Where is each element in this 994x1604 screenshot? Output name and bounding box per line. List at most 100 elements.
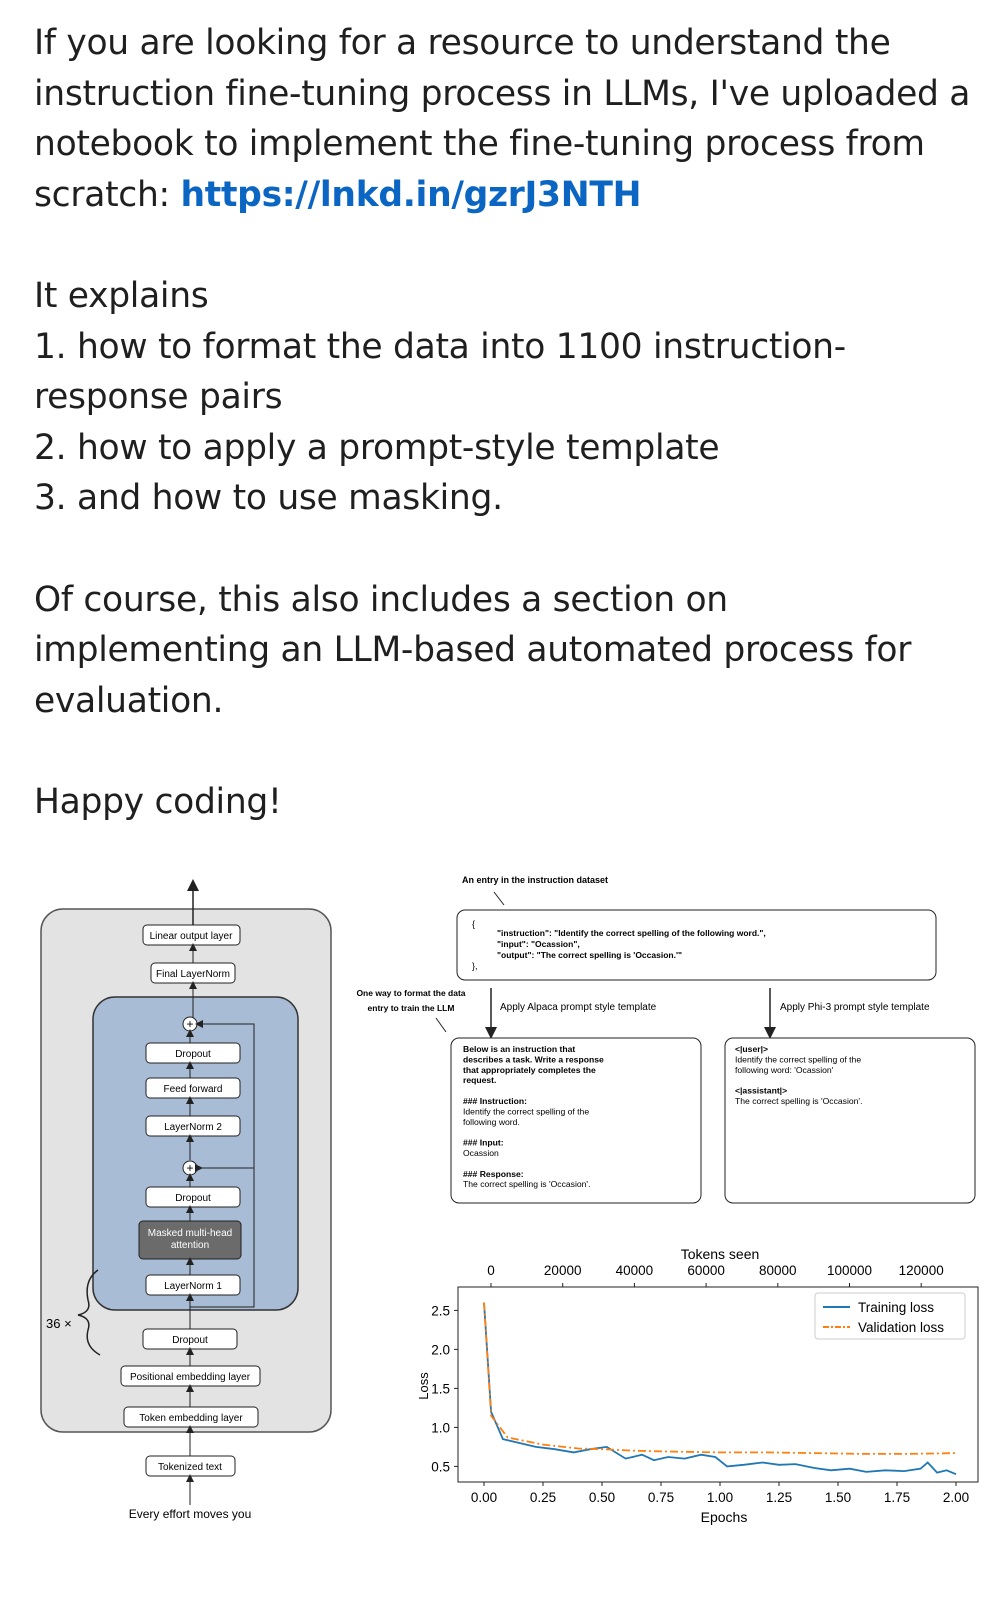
positional-embedding-block: Positional embedding layer: [120, 1365, 261, 1387]
x-tick-label: 1.50: [825, 1490, 851, 1505]
template-line: ### Input:: [463, 1138, 504, 1148]
dataset-entry-caption: An entry in the instruction dataset: [462, 875, 608, 885]
x-tick-label: 0.25: [530, 1490, 556, 1505]
svg-text:Token embedding layer: Token embedding layer: [139, 1413, 243, 1424]
token-embedding-block: Token embedding layer: [123, 1406, 259, 1428]
evaluation-paragraph: Of course, this also includes a section …: [34, 579, 912, 721]
y-tick-label: 2.0: [431, 1342, 450, 1357]
explains-title: It explains: [34, 276, 209, 316]
x-tick-label: 2.00: [943, 1490, 969, 1505]
post-intro-text: If you are looking for a resource to und…: [34, 23, 971, 215]
repeat-count-label: 36 ×: [46, 1316, 72, 1331]
template-line: ### Instruction:: [463, 1096, 527, 1106]
layernorm-2-block: LayerNorm 2: [145, 1115, 241, 1137]
y-tick-label: 2.5: [431, 1303, 450, 1318]
x-tick-label: 1.00: [707, 1490, 733, 1505]
template-line: ### Response:: [463, 1169, 524, 1179]
svg-text:Masked multi-head: Masked multi-head: [148, 1228, 232, 1239]
legend-label: Training loss: [858, 1300, 934, 1315]
svg-text:Positional embedding layer: Positional embedding layer: [130, 1372, 251, 1383]
template-line: Ocassion: [463, 1148, 499, 1158]
svg-text:LayerNorm 2: LayerNorm 2: [164, 1122, 222, 1133]
post-intro-paragraph: If you are looking for a resource to und…: [34, 18, 974, 220]
residual-add-icon: +: [182, 1160, 198, 1176]
dropout-block-2: Dropout: [145, 1042, 241, 1064]
svg-text:Feed forward: Feed forward: [164, 1084, 223, 1095]
x-tick-label: 1.25: [766, 1490, 792, 1505]
y-tick-label: 1.0: [431, 1420, 450, 1435]
phi3-template-label: Apply Phi-3 prompt style template: [780, 1002, 930, 1013]
template-line: Identify the correct spelling of the: [463, 1106, 589, 1116]
svg-text:Tokenized text: Tokenized text: [158, 1462, 222, 1473]
instruction-dataset-diagram: An entry in the instruction dataset { "i…: [356, 875, 976, 1204]
masked-attention-block: Masked multi-head attention: [138, 1220, 242, 1260]
training-loss-line: [483, 1302, 957, 1476]
list-item-1: 1. how to format the data into 1100 inst…: [34, 326, 846, 418]
list-item-3: 3. and how to use masking.: [34, 478, 503, 518]
legend-label: Validation loss: [858, 1320, 944, 1335]
legend-box: [814, 1292, 966, 1340]
dropout-block-1: Dropout: [145, 1186, 241, 1208]
x2-tick-label: 80000: [759, 1263, 797, 1278]
x2-tick-label: 40000: [616, 1263, 654, 1278]
x2-tick-label: 60000: [687, 1263, 725, 1278]
validation-loss-line: [483, 1302, 957, 1455]
svg-text:attention: attention: [171, 1240, 209, 1251]
svg-text:Dropout: Dropout: [172, 1335, 208, 1346]
feed-forward-block: Feed forward: [145, 1077, 241, 1099]
y-tick-label: 0.5: [431, 1459, 450, 1474]
post-image[interactable]: Linear output layer Final LayerNorm + Dr…: [0, 870, 994, 1604]
notebook-link[interactable]: https://lnkd.in/gzrJ3NTH: [180, 174, 642, 215]
residual-add-icon: +: [182, 1016, 198, 1032]
svg-text:},: },: [472, 961, 478, 971]
template-line: Below is an instruction that: [463, 1044, 575, 1054]
final-layernorm-block: Final LayerNorm: [150, 962, 236, 984]
plot-frame: [457, 1286, 979, 1483]
json-line-2: "input": "Ocassion",: [497, 939, 580, 949]
svg-text:One way to format the data: One way to format the data: [356, 988, 465, 998]
linear-output-layer-block: Linear output layer: [142, 924, 241, 946]
post-body: If you are looking for a resource to und…: [34, 18, 974, 828]
template-line: that appropriately completes the: [463, 1065, 596, 1075]
y-axis-label: Loss: [416, 1372, 431, 1400]
alpaca-template-label: Apply Alpaca prompt style template: [500, 1002, 657, 1013]
x2-tick-label: 100000: [827, 1263, 872, 1278]
phi3-template-text: <|user|>Identify the correct spelling of…: [735, 1044, 862, 1106]
svg-text:+: +: [186, 1161, 193, 1175]
x2-axis-label: Tokens seen: [681, 1246, 760, 1262]
svg-text:+: +: [186, 1017, 193, 1031]
tokenized-text-block: Tokenized text: [145, 1455, 236, 1477]
dropout-block-0: Dropout: [142, 1328, 238, 1350]
svg-text:LayerNorm 1: LayerNorm 1: [164, 1281, 222, 1292]
x-tick-label: 1.75: [884, 1490, 910, 1505]
template-line: <|user|>: [735, 1044, 768, 1054]
template-line: describes a task. Write a response: [463, 1054, 604, 1064]
template-line: The correct spelling is 'Occasion'.: [463, 1179, 590, 1189]
x2-tick-label: 20000: [544, 1263, 582, 1278]
list-item-2: 2. how to apply a prompt-style template: [34, 427, 720, 468]
y-tick-label: 1.5: [431, 1381, 450, 1396]
template-line: <|assistant|>: [735, 1086, 787, 1096]
x-axis-label: Epochs: [701, 1509, 748, 1525]
svg-text:entry to train the LLM: entry to train the LLM: [368, 1003, 455, 1013]
x-tick-label: 0.75: [648, 1490, 674, 1505]
svg-text:Dropout: Dropout: [175, 1193, 211, 1204]
svg-text:Dropout: Dropout: [175, 1049, 211, 1060]
template-line: Identify the correct spelling of the: [735, 1054, 861, 1064]
x-tick-label: 0.50: [589, 1490, 615, 1505]
svg-text:{: {: [472, 919, 475, 929]
x2-tick-label: 0: [487, 1263, 495, 1278]
input-caption: Every effort moves you: [129, 1507, 252, 1521]
gpt-architecture-diagram: Linear output layer Final LayerNorm + Dr…: [40, 879, 332, 1521]
layernorm-1-block: LayerNorm 1: [145, 1274, 241, 1296]
signoff: Happy coding!: [34, 782, 282, 822]
x-tick-label: 0.00: [471, 1490, 497, 1505]
template-line: following word: 'Ocassion': [735, 1065, 834, 1075]
json-line-1: "instruction": "Identify the correct spe…: [497, 928, 766, 938]
json-line-3: "output": "The correct spelling is 'Occa…: [497, 950, 682, 960]
svg-text:Linear output layer: Linear output layer: [150, 931, 234, 942]
template-line: request.: [463, 1075, 496, 1085]
